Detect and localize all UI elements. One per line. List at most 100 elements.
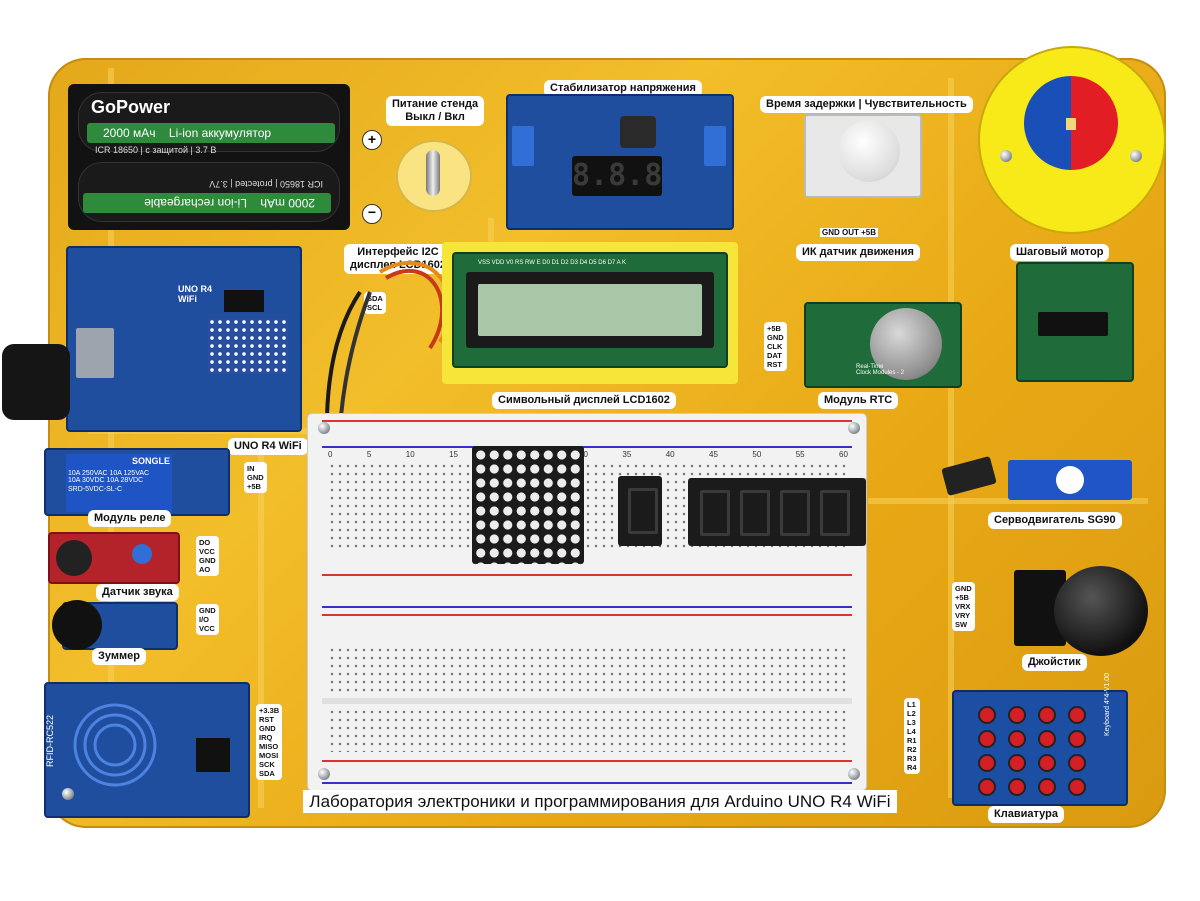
relay-spec: 10A 250VAC 10A 125VAC 10A 30VDC 10A 28VD… — [68, 470, 150, 484]
servo-sg90[interactable] — [1008, 460, 1132, 500]
stepper-driver-board — [1016, 262, 1134, 382]
servo-horn — [1056, 466, 1084, 494]
power-toggle-switch[interactable] — [396, 140, 472, 212]
keypad-key[interactable] — [1070, 732, 1084, 746]
keypad-key[interactable] — [1070, 756, 1084, 770]
seven-segment-four-digit — [688, 478, 866, 546]
breadboard-holes-lower-b — [328, 708, 848, 752]
voltage-stabilizer-module: 8.8.8 — [506, 94, 734, 230]
label-buzzer: Зуммер — [92, 648, 146, 665]
keypad-key[interactable] — [1070, 780, 1084, 794]
keypad-key[interactable] — [1040, 708, 1054, 722]
joystick-pins: GND +5B VRX VRY SW — [952, 582, 975, 631]
breadboard-holes-lower-a — [328, 646, 848, 696]
pir-dome — [838, 120, 900, 182]
battery-voltage2: 3.7V — [209, 179, 228, 189]
joystick-knob — [1054, 566, 1148, 656]
battery-brand: GoPower — [91, 97, 171, 117]
label-rtc: Модуль RTC — [818, 392, 899, 409]
rfid-chip — [196, 738, 230, 772]
buzzer-pins: GND I/O VCC — [196, 604, 219, 635]
battery-protection2: protected — [235, 179, 273, 189]
arduino-uno-r4-wifi: UNO R4 WiFi — [66, 246, 302, 432]
label-keypad: Клавиатура — [988, 806, 1064, 823]
keypad-key[interactable] — [1010, 756, 1024, 770]
keypad-key[interactable] — [980, 708, 994, 722]
uno-board-text: UNO R4 WiFi — [178, 284, 213, 304]
label-stepper: Шаговый мотор — [1010, 244, 1110, 261]
buzzer-module — [52, 600, 178, 650]
plus-icon: + — [362, 130, 382, 150]
pir-motion-sensor — [804, 114, 922, 198]
footer-text: Лаборатория электроники и программирован… — [303, 790, 897, 813]
label-servo: Серводвигатель SG90 — [988, 512, 1122, 529]
col-35: 35 — [622, 450, 632, 459]
keypad-key[interactable] — [1010, 708, 1024, 722]
rfid-label: RFID-RC522 — [45, 714, 56, 768]
rfid-pins: +3.3B RST GND IRQ MISO MOSI SCK SDA — [256, 704, 283, 780]
label-stabilizer: Стабилизатор напряжения — [544, 80, 702, 97]
relay-pins: IN GND +5B — [244, 462, 267, 493]
terminal-block-left — [512, 126, 534, 166]
relay-model: SRD-5VDC-SL-C — [68, 486, 123, 493]
keypad-key[interactable] — [1040, 732, 1054, 746]
microphone — [56, 540, 92, 576]
rtc-coin-battery — [870, 308, 942, 380]
label-uno: UNO R4 WiFi — [228, 438, 308, 455]
pir-pins-text: GND OUT +5B — [820, 228, 879, 237]
label-power: Питание стенда Выкл / Вкл — [386, 96, 485, 126]
keypad-key[interactable] — [1070, 708, 1084, 722]
joystick-module[interactable] — [1014, 566, 1148, 656]
keypad-key[interactable] — [1010, 780, 1024, 794]
breadboard-rail-bottom — [322, 760, 852, 784]
inductor — [620, 116, 656, 148]
stepper-shaft — [1066, 118, 1076, 130]
keypad-key[interactable] — [1010, 732, 1024, 746]
battery-specs2: ICR 18650 | protected | 3.7V — [209, 179, 323, 189]
battery-type2: Li-ion rechargeable — [144, 196, 247, 210]
battery-label-top: 2000 мАч Li-ion аккумулятор — [87, 123, 335, 143]
battery-specs: ICR 18650 | с защитой | 3.7 В — [95, 145, 217, 155]
battery-bottom: 2000 mAh Li-ion rechargeable ICR 18650 |… — [78, 162, 340, 222]
keypad-key[interactable] — [1040, 756, 1054, 770]
battery-label-bottom: 2000 mAh Li-ion rechargeable — [83, 193, 331, 213]
keypad-keys — [976, 704, 1096, 800]
label-joystick: Джойстик — [1022, 654, 1087, 671]
label-relay: Модуль реле — [88, 510, 172, 527]
keypad-key[interactable] — [1040, 780, 1054, 794]
col-15: 15 — [449, 450, 458, 459]
relay-module: SONGLE 10A 250VAC 10A 125VAC 10A 30VDC 1… — [44, 448, 230, 516]
battery-capacity: 2000 мАч — [103, 126, 156, 140]
seven-segment-single — [618, 476, 662, 546]
rfid-rc522-module: RFID-RC522 — [44, 682, 250, 818]
relay-brand: SONGLE — [131, 456, 170, 466]
minus-icon: − — [362, 204, 382, 224]
breadboard-rail-mid1 — [322, 574, 852, 608]
keypad-key[interactable] — [980, 732, 994, 746]
col-40: 40 — [665, 450, 675, 459]
lcd1602-display: VSS VDD V0 RS RW E D0 D1 D2 D3 D4 D5 D6 … — [452, 252, 728, 368]
terminal-block-right — [704, 126, 726, 166]
rtc-module: Real-Time Clock Modules - 2 — [804, 302, 962, 388]
col-0: 0 — [328, 450, 333, 459]
col-50: 50 — [752, 450, 762, 459]
battery-model: ICR 18650 — [95, 145, 139, 155]
dc-barrel-jack — [2, 344, 70, 420]
stepper-motor[interactable] — [978, 46, 1166, 234]
col-45: 45 — [709, 450, 718, 459]
sound-pins: DO VCC GND AO — [196, 536, 219, 576]
sound-sensor — [48, 532, 180, 584]
lcd-screen — [478, 284, 702, 336]
battery-top: GoPower 2000 мАч Li-ion аккумулятор ICR … — [78, 92, 340, 155]
toggle-lever — [426, 150, 440, 196]
breadboard[interactable]: 0 5 10 15 20 25 30 35 40 45 50 55 60 — [308, 414, 866, 790]
col-60: 60 — [839, 450, 848, 459]
col-55: 55 — [795, 450, 805, 459]
keypad-pins: L1 L2 L3 L4 R1 R2 R3 R4 — [904, 698, 920, 774]
battery-model2: ICR 18650 — [279, 179, 323, 189]
keypad-key[interactable] — [980, 756, 994, 770]
keypad-key[interactable] — [980, 780, 994, 794]
breadboard-rail-mid2 — [322, 614, 852, 616]
lcd-pin-labels: VSS VDD V0 RS RW E D0 D1 D2 D3 D4 D5 D6 … — [478, 260, 626, 266]
battery-holder: GoPower 2000 мАч Li-ion аккумулятор ICR … — [68, 84, 350, 230]
